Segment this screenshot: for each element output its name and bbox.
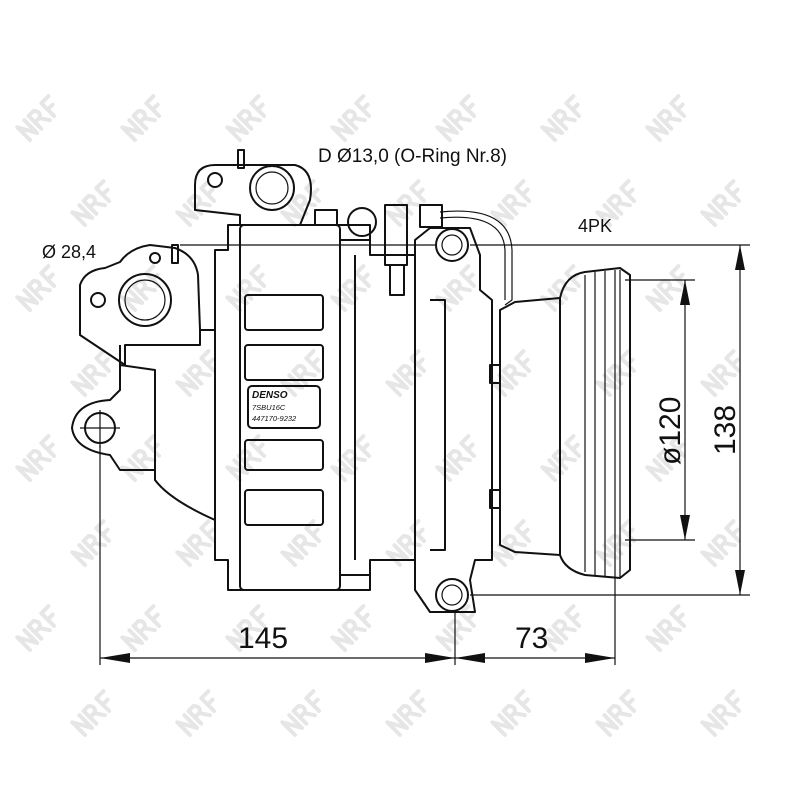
watermark-logo <box>645 434 687 482</box>
watermark-logo <box>700 689 742 737</box>
watermark-logo <box>175 179 217 227</box>
left-mounting-ear <box>71 364 156 471</box>
nameplate-part-number: 447170-9232 <box>252 414 297 423</box>
watermark-logo <box>490 179 532 227</box>
watermark-logo <box>280 519 322 567</box>
watermark-logo <box>120 94 162 142</box>
body-slot <box>244 489 324 526</box>
watermark-logo <box>280 179 322 227</box>
watermark-logo <box>70 349 112 397</box>
watermark-logo <box>645 94 687 142</box>
watermark-logo <box>595 349 637 397</box>
watermark-logo <box>120 434 162 482</box>
pulley <box>559 267 631 579</box>
watermark-logo <box>15 264 57 312</box>
watermark-pattern <box>15 94 742 737</box>
dimension-lines <box>99 244 750 665</box>
watermark-logo <box>15 94 57 142</box>
watermark-logo <box>490 349 532 397</box>
body-slot <box>244 294 324 331</box>
body-length-dimension: 145 <box>238 622 288 655</box>
side-port-label: Ø 28,4 <box>42 242 96 262</box>
watermark-logo <box>385 689 427 737</box>
rear-head <box>414 227 493 613</box>
watermark-logo <box>595 689 637 737</box>
control-valve <box>347 207 377 237</box>
watermark-logo <box>70 519 112 567</box>
electrical-connector <box>419 204 443 228</box>
watermark-logo <box>175 689 217 737</box>
watermark-logo <box>435 434 477 482</box>
watermark-logo <box>595 519 637 567</box>
belt-label: 4PK <box>578 216 612 236</box>
watermark-logo <box>540 94 582 142</box>
watermark-logo <box>490 519 532 567</box>
side-port-flange <box>79 244 201 366</box>
watermark-logo <box>70 689 112 737</box>
watermark-logo <box>385 349 427 397</box>
watermark-logo <box>330 264 372 312</box>
watermark-logo <box>225 94 267 142</box>
overall-height-dimension: 138 <box>709 405 742 455</box>
bottom-mount-hole <box>435 578 469 612</box>
side-port-bolt-hole <box>90 292 106 308</box>
watermark-logo <box>15 434 57 482</box>
watermark-logo <box>175 519 217 567</box>
pulley-grooves <box>584 270 621 577</box>
watermark-logo <box>595 179 637 227</box>
watermark-logo <box>120 264 162 312</box>
watermark-logo <box>490 689 532 737</box>
watermark-logo <box>645 264 687 312</box>
top-port-opening <box>249 165 295 211</box>
watermark-logo <box>435 264 477 312</box>
dimension-arrows <box>100 245 745 663</box>
watermark-logo <box>70 179 112 227</box>
watermark-logo <box>280 689 322 737</box>
watermark-logo <box>540 604 582 652</box>
watermark-logo <box>385 519 427 567</box>
watermark-logo <box>385 179 427 227</box>
watermark-logo <box>540 434 582 482</box>
side-port-opening <box>118 273 172 327</box>
watermark-logo <box>700 179 742 227</box>
nameplate-model: 7SBU16C <box>252 403 286 412</box>
watermark-logo <box>435 94 477 142</box>
clutch-housing <box>499 297 561 556</box>
watermark-logo <box>225 604 267 652</box>
pulley-diameter-dimension: ø120 <box>654 397 687 465</box>
body-slot <box>244 344 324 381</box>
watermark-logo <box>435 604 477 652</box>
top-mount-hole <box>435 228 469 262</box>
body-slot <box>244 439 324 471</box>
watermark-logo <box>700 349 742 397</box>
nameplate: DENSO 7SBU16C 447170-9232 <box>247 385 321 429</box>
top-port-label: D Ø13,0 (O-Ring Nr.8) <box>318 146 507 167</box>
top-port-fitting <box>194 164 312 226</box>
watermark-logo <box>645 604 687 652</box>
nameplate-brand: DENSO <box>252 390 288 401</box>
watermark-logo <box>225 264 267 312</box>
watermark-logo <box>120 604 162 652</box>
watermark-logo <box>175 349 217 397</box>
clutch-length-dimension: 73 <box>515 622 548 655</box>
watermark-logo <box>330 434 372 482</box>
watermark-logo <box>330 94 372 142</box>
watermark-logo <box>700 519 742 567</box>
watermark-logo <box>540 264 582 312</box>
watermark-logo <box>225 434 267 482</box>
watermark-logo <box>15 604 57 652</box>
watermark-logo <box>330 604 372 652</box>
